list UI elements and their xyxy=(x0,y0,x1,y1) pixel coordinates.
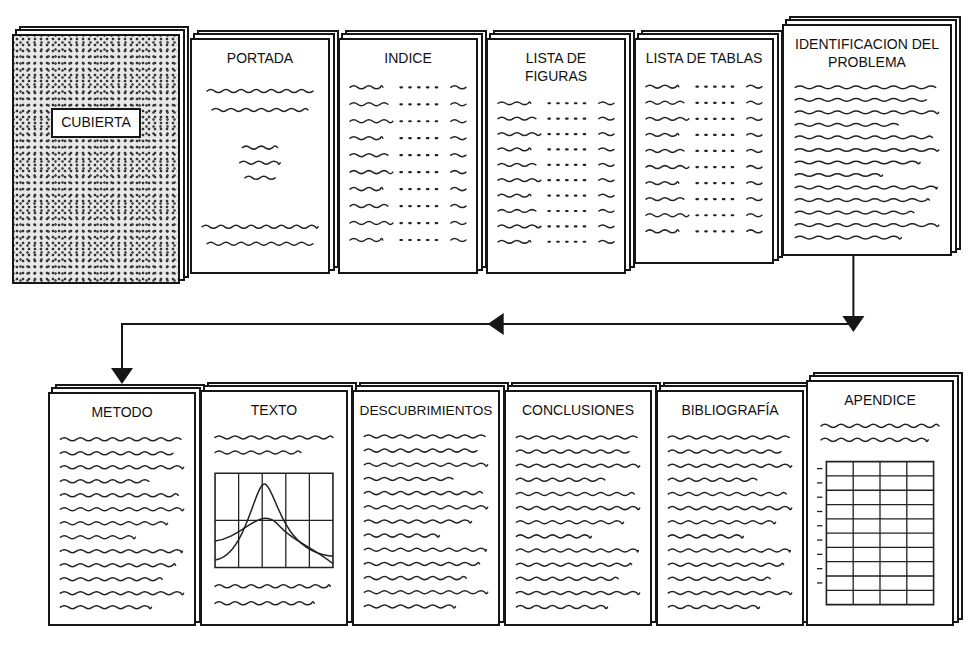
document-sheet: LISTA DE FIGURAS xyxy=(486,38,626,274)
document-sheet: TEXTO xyxy=(200,390,348,626)
document-sheet: METODO xyxy=(48,392,196,626)
sheet-title: IDENTIFICACION DEL PROBLEMA xyxy=(789,36,945,71)
document-sheet: IDENTIFICACION DEL PROBLEMA xyxy=(782,24,952,256)
sheet-title: INDICE xyxy=(345,50,471,68)
page-scribble xyxy=(511,428,645,617)
sheet-title: LISTA DE FIGURAS xyxy=(493,50,619,85)
page-scribble xyxy=(207,428,341,617)
document-sheet: CONCLUSIONES xyxy=(504,390,652,626)
page-scribble xyxy=(789,79,945,246)
sheet-title: CUBIERTA xyxy=(51,108,141,138)
cover-sheet: CUBIERTA xyxy=(12,34,180,284)
sheet-title: METODO xyxy=(55,404,189,422)
document-sheet: LISTA DE TABLAS xyxy=(634,38,774,264)
document-sheet: INDICE xyxy=(338,38,478,274)
sheet-title: PORTADA xyxy=(197,50,323,68)
sheet-title: LISTA DE TABLAS xyxy=(641,50,767,68)
page-scribble xyxy=(55,430,189,617)
sheet-title: DESCUBRIMIENTOS xyxy=(359,402,493,419)
page-scribble xyxy=(359,427,493,616)
page-scribble xyxy=(197,76,323,265)
document-sheet: PORTADA xyxy=(190,38,330,274)
page-scribble xyxy=(641,76,767,255)
document-sheet: DESCUBRIMIENTOS xyxy=(352,390,500,626)
page-scribble xyxy=(663,428,797,617)
document-sheet: BIBLIOGRAFÍA xyxy=(656,390,804,626)
page-scribble xyxy=(813,418,947,617)
sheet-title: CONCLUSIONES xyxy=(511,402,645,420)
flow-arrow xyxy=(111,256,864,384)
page-scribble xyxy=(493,93,619,264)
sheet-title: APENDICE xyxy=(813,392,947,410)
page-scribble xyxy=(345,76,471,265)
sheet-title: TEXTO xyxy=(207,402,341,420)
sheet-title: BIBLIOGRAFÍA xyxy=(663,402,797,420)
document-sheet: APENDICE xyxy=(806,380,954,626)
